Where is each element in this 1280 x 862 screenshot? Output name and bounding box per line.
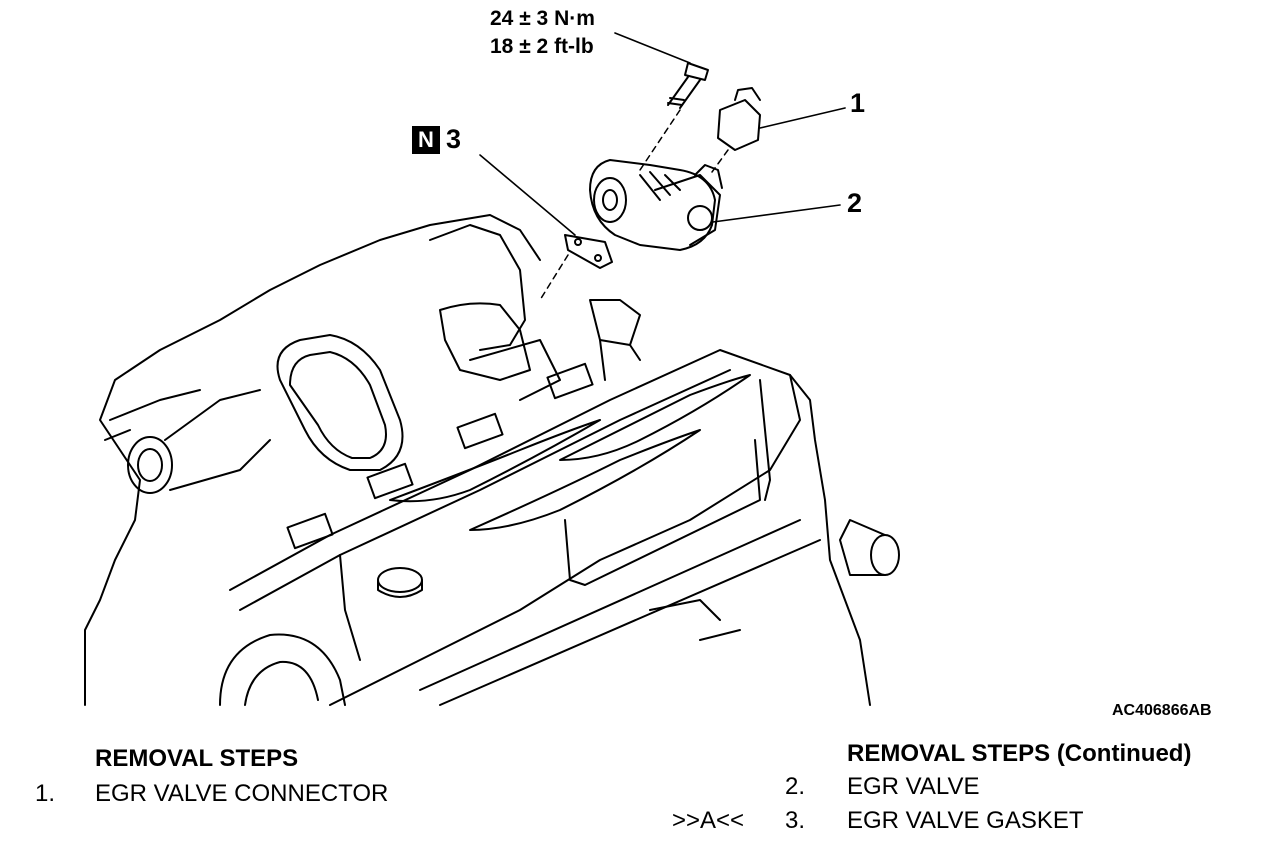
engine-diagram: [84, 32, 900, 706]
step-2-number: 2.: [785, 773, 806, 800]
step-3-service-mark: >>A<<: [672, 807, 745, 834]
callout-3: 3: [446, 124, 462, 154]
step-3-number: 3.: [785, 807, 806, 834]
figure-id: AC406866AB: [1112, 702, 1212, 719]
new-part-badge: N: [412, 126, 440, 154]
egr-valve-drawing: [539, 62, 761, 301]
callout-2: 2: [847, 188, 863, 218]
step-1-label: EGR VALVE CONNECTOR: [95, 780, 389, 807]
step-3-label: EGR VALVE GASKET: [847, 807, 1084, 834]
callout-1-leader: [759, 107, 846, 129]
torque-leader: [614, 32, 691, 64]
removal-steps-heading: REMOVAL STEPS: [95, 745, 299, 772]
callout-3-leader: [479, 154, 576, 236]
callout-1: 1: [850, 88, 866, 118]
step-1-number: 1.: [35, 780, 56, 807]
step-2-label: EGR VALVE: [847, 773, 980, 800]
callout-2-leader: [712, 204, 841, 223]
engine-block-drawing: [84, 214, 900, 706]
torque-spec-ftlb: 18 ± 2 ft-lb: [490, 35, 594, 58]
leader-lines: [479, 32, 846, 236]
torque-spec-nm: 24 ± 3 N·m: [490, 7, 595, 30]
removal-steps-continued-heading: REMOVAL STEPS (Continued): [847, 740, 1192, 767]
